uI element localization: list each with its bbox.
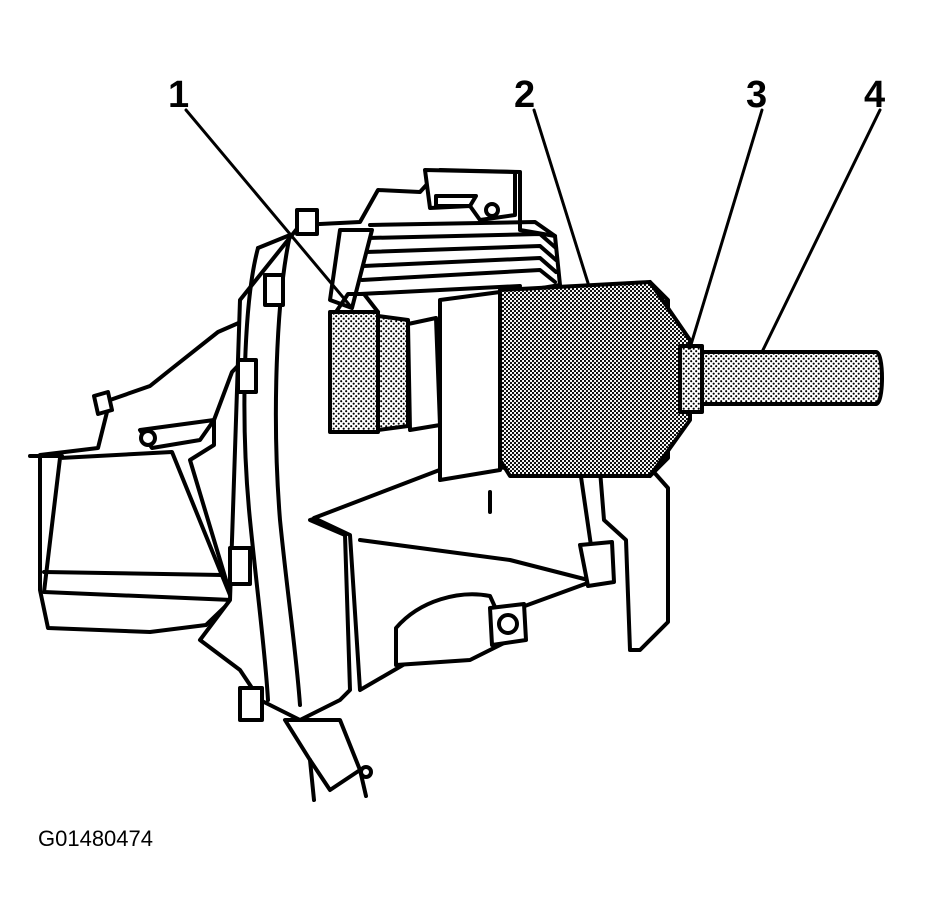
rear-output-housing	[28, 316, 260, 634]
callout-2-label: 2	[514, 74, 536, 116]
seal-driver-body	[498, 280, 692, 478]
cooling-fins	[358, 220, 558, 296]
driver-handle	[700, 350, 884, 406]
callout-3-label: 3	[746, 74, 768, 116]
callout-1-label: 1	[168, 74, 190, 116]
case-web-plate	[438, 290, 502, 482]
driver-nut	[678, 344, 704, 414]
leader-lines	[184, 108, 882, 354]
callout-4-label: 4	[864, 74, 886, 116]
main-case-body	[198, 168, 670, 802]
figure-identifier: G01480474	[38, 826, 153, 851]
flange-bolts	[228, 208, 319, 722]
seal-installer-adapter	[328, 292, 442, 434]
